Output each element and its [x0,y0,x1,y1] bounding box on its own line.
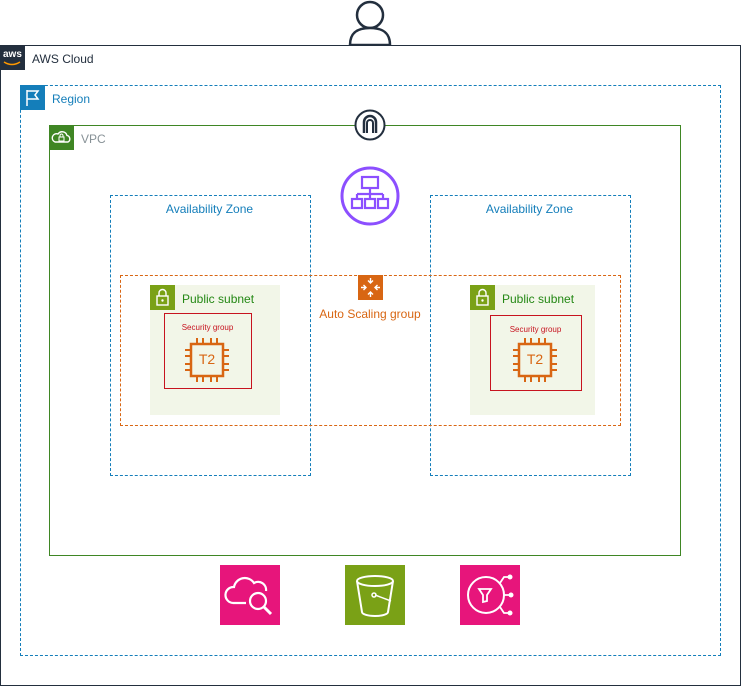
internet-gateway-icon [354,109,386,141]
subnet-lock-icon [150,285,175,310]
ec2-instance-2-type: T2 [526,351,544,367]
availability-zone-1-label: Availability Zone [165,202,254,216]
auto-scaling-group-label: Auto Scaling group [319,307,421,321]
user-icon [348,0,392,46]
availability-zone-2-label: Availability Zone [485,202,574,216]
availability-zone-1 [110,195,311,476]
subnet-lock-icon [470,285,495,310]
availability-zone-2 [430,195,631,476]
aws-badge-text: aws [3,49,22,60]
public-subnet-1-label: Public subnet [182,292,255,306]
region-flag-icon [20,85,45,110]
cloudwatch-icon [220,565,280,625]
region-group [20,85,721,656]
sns-icon [460,565,520,625]
aws-logo-icon: aws [0,45,25,70]
ec2-instance-2-icon: T2 [511,336,559,384]
security-group-2-label: Security group [509,325,562,334]
load-balancer-icon [340,166,400,226]
auto-scaling-icon [358,275,383,300]
aws-cloud-label: AWS Cloud [32,52,94,66]
vpc-label: VPC [81,132,106,146]
region-label: Region [52,92,91,106]
vpc-cloud-icon [49,125,74,150]
security-group-1-label: Security group [181,323,234,332]
s3-bucket-icon [345,565,405,625]
security-group-2 [490,315,582,391]
ec2-instance-1-icon: T2 [183,336,231,384]
security-group-1 [164,313,252,389]
public-subnet-2-label: Public subnet [502,292,575,306]
ec2-instance-1-type: T2 [198,351,216,367]
